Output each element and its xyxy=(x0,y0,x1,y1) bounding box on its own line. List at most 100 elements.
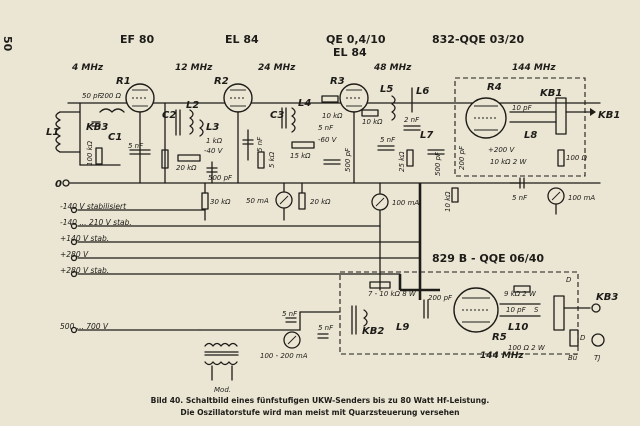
label-d-1: D xyxy=(566,276,572,284)
stage-5: 7 - 10 kΩ 8 W KB2 L9 200 pF R5 9 kΩ 2 W … xyxy=(339,271,618,362)
label-plus-200v: +200 V xyxy=(488,146,515,154)
label-15k: 15 kΩ xyxy=(290,152,311,160)
resistor-20k-1 xyxy=(177,154,201,162)
frequency-label-2: 12 MHz xyxy=(175,63,213,73)
stage-4: R4 10 pF L8 KB1 KB1 200 pF +200 V 10 kΩ … xyxy=(454,77,620,215)
caption-line-1: Bild 40. Schaltbild eines fünfstufigen U… xyxy=(151,396,490,405)
label-100ma-2: 100 mA xyxy=(568,194,595,202)
coil-l6-label: L6 xyxy=(416,86,429,97)
label-10k-2: 10 kΩ xyxy=(362,118,383,126)
tube-r3-label: R3 xyxy=(330,76,345,87)
output-kb3-label: KB3 xyxy=(596,292,618,303)
coil-l9-label: L9 xyxy=(396,322,409,333)
label-5k: 5 kΩ xyxy=(268,151,276,168)
supply-label-4: +280 V xyxy=(60,250,89,259)
frequency-label-5: 144 MHz xyxy=(512,63,556,73)
link-kb2-label: KB2 xyxy=(362,326,384,337)
coil-l8-label: L8 xyxy=(524,130,537,141)
label-50pf: 50 pF xyxy=(82,92,103,100)
coil-l3-label: L3 xyxy=(206,122,219,133)
label-tj: TJ xyxy=(594,354,600,362)
label-500pf-2: 500 pF xyxy=(344,147,352,172)
label-100-200ma: 100 - 200 mA xyxy=(260,352,308,360)
label-s: S xyxy=(534,306,539,314)
tube-r5-label: R5 xyxy=(492,332,507,343)
supply-label-2: -140 ... 210 V stab. xyxy=(60,218,132,227)
mod-transformer-primary xyxy=(204,342,238,347)
tube-type-2: EL 84 xyxy=(225,33,259,46)
label-10k-3: 10 kΩ xyxy=(444,191,452,212)
cap-c1-label: KB3 xyxy=(86,122,108,133)
stage-2: C2 L2 L3 1 kΩ -40 V 20 kΩ 500 pF 30 kΩ R… xyxy=(162,76,331,221)
coil-l1 xyxy=(55,111,61,153)
label-10pf-1: 10 pF xyxy=(512,104,533,112)
cap-c4-label: C3 xyxy=(270,110,284,121)
coil-l5-label: L5 xyxy=(380,84,393,95)
coil-l9 xyxy=(363,309,368,327)
coil-l4 xyxy=(291,107,296,133)
resistor-10k-3 xyxy=(451,187,459,203)
label-mod: Mod. xyxy=(214,386,231,394)
frequency-label-1: 4 MHz xyxy=(71,63,104,73)
label-minus-60v: -60 V xyxy=(318,136,338,144)
supply-lines: -140 V stabilisiert -140 ... 210 V stab.… xyxy=(60,202,421,334)
jack-bu xyxy=(569,329,579,347)
coil-l1-label: L1 xyxy=(46,127,59,138)
resistor-5k xyxy=(257,151,265,169)
resistor-15k xyxy=(291,141,315,149)
frequency-label-6: 144 MHz xyxy=(480,351,524,361)
output-kb3-terminal xyxy=(591,303,601,313)
link-kb1 xyxy=(555,97,567,135)
label-200pf-r4: 200 pF xyxy=(458,145,466,170)
supply-label-5: +280 V stab. xyxy=(60,266,109,275)
coil-l7-label: L7 xyxy=(420,130,433,141)
label-minus-40v: -40 V xyxy=(204,147,224,155)
label-20k-2: 20 kΩ xyxy=(310,198,331,206)
frequency-label-3: 24 MHz xyxy=(258,63,296,73)
ground-terminal xyxy=(62,179,70,187)
stage-3: 15 kΩ 10 kΩ 5 nF -60 V 500 pF R3 10 kΩ L… xyxy=(290,76,459,291)
label-200pf: 200 pF xyxy=(428,294,453,302)
coil-l4-label: L4 xyxy=(298,98,311,109)
shield-box-r4 xyxy=(454,77,586,177)
label-20k-1: 20 kΩ xyxy=(176,164,197,172)
tube-type-3b: EL 84 xyxy=(333,46,367,59)
link-kb1-label: KB1 xyxy=(540,88,562,99)
ground-label: 0 xyxy=(55,179,62,190)
label-9k-2w: 9 kΩ 2 W xyxy=(504,290,537,298)
modulator: 5 nF 5 nF 100 - 200 mA Mod. xyxy=(199,310,341,394)
resistor-10k-2 xyxy=(361,109,379,117)
label-25k: 25 kΩ xyxy=(398,151,406,172)
coil-l10-label: L10 xyxy=(508,322,528,333)
label-50ma: 50 mA xyxy=(246,197,269,205)
resistor-100 xyxy=(557,149,565,167)
resistor-30k-b xyxy=(201,192,209,210)
mod-transformer-secondary xyxy=(204,361,238,366)
label-10pf-2: 10 pF xyxy=(506,306,527,314)
antenna-arrow xyxy=(590,108,596,116)
label-5nf-7: 5 nF xyxy=(282,310,298,318)
label-bu: Bü xyxy=(568,354,578,362)
coil-l3 xyxy=(199,119,204,137)
output-kb1-label: KB1 xyxy=(598,110,620,121)
resistor-20k-2 xyxy=(298,192,306,210)
label-d-2: D xyxy=(580,334,586,342)
label-500pf-1: 500 pF xyxy=(208,174,233,182)
resistor-7-10k xyxy=(369,281,391,289)
coil-l2 xyxy=(189,109,194,135)
label-100ma-1: 100 mA xyxy=(392,199,419,207)
tube-type-4: 832-QQE 03/20 xyxy=(432,33,525,46)
label-10k-1: 10 kΩ xyxy=(322,112,343,120)
tube-r1-label: R1 xyxy=(116,76,131,87)
label-5nf-1: 5 nF xyxy=(128,142,144,150)
resistor-9k xyxy=(513,285,531,293)
label-100-ohm: 100 Ω xyxy=(566,154,588,162)
tube-type-5: 829 B - QQE 06/40 xyxy=(432,252,544,265)
label-2nf: 2 nF xyxy=(404,116,420,124)
coil-stage-1 xyxy=(99,108,125,113)
tube-type-1: EF 80 xyxy=(120,33,155,46)
frequency-label-4: 48 MHz xyxy=(373,63,412,73)
label-10k-2w: 10 kΩ 2 W xyxy=(490,158,527,166)
